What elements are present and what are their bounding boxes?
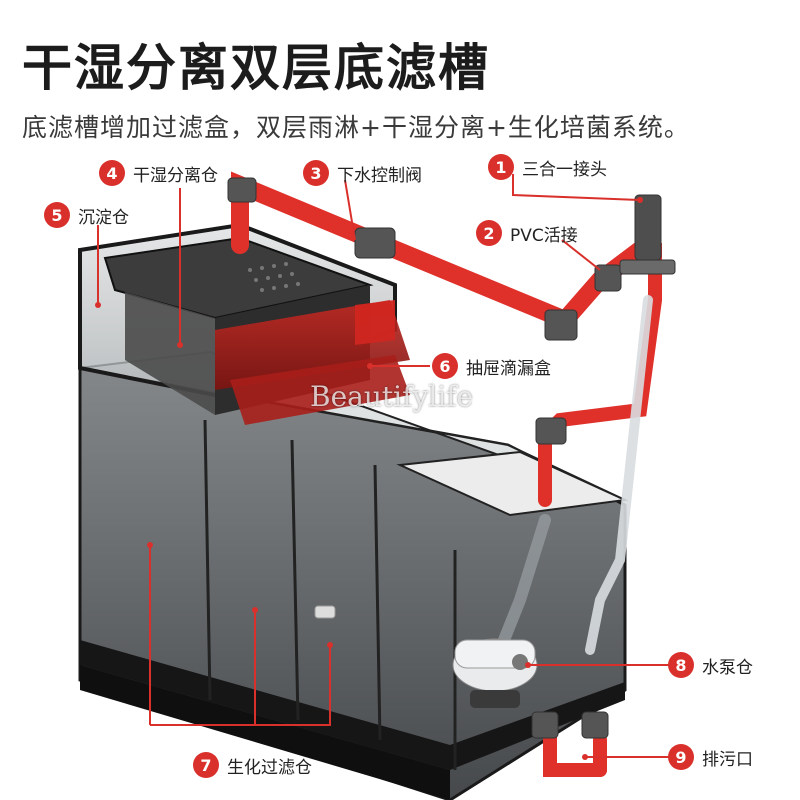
callout-number: 2 (476, 220, 502, 246)
callout-number: 6 (432, 353, 458, 379)
callout-dry-wet-chamber: 4 干湿分离仓 (99, 160, 218, 186)
callout-label: 沉淀仓 (78, 207, 129, 228)
callout-label: 干湿分离仓 (133, 165, 218, 186)
callout-three-in-one-joint: 1 三合一接头 (488, 154, 607, 180)
callout-drain-outlet: 9 排污口 (668, 744, 753, 770)
callout-sediment-chamber: 5 沉淀仓 (44, 202, 129, 228)
callout-number: 3 (303, 160, 329, 186)
callout-number: 4 (99, 160, 125, 186)
page-title: 干湿分离双层底滤槽 (22, 39, 490, 97)
callout-label: 排污口 (702, 749, 753, 770)
callout-drain-control-valve: 3 下水控制阀 (303, 160, 422, 186)
watermark: Beautifylife (310, 380, 474, 413)
callout-number: 5 (44, 202, 70, 228)
callout-number: 1 (488, 154, 514, 180)
pipe-fittings (227, 177, 676, 739)
callout-drawer-drip-box: 6 抽屉滴漏盒 (432, 353, 551, 379)
callout-pvc-union: 2 PVC活接 (476, 220, 578, 246)
callout-number: 7 (193, 752, 219, 778)
page-subtitle: 底滤槽增加过滤盒，双层雨淋+干湿分离+生化培菌系统。 (22, 113, 690, 142)
callout-number: 8 (668, 652, 694, 678)
callout-label: 水泵仓 (702, 657, 753, 678)
leader-dots (95, 197, 643, 760)
callout-label: 三合一接头 (522, 159, 607, 180)
leader-lines (97, 174, 670, 758)
callout-label: PVC活接 (510, 225, 578, 246)
callout-pump-chamber: 8 水泵仓 (668, 652, 753, 678)
callout-label: 抽屉滴漏盒 (466, 358, 551, 379)
callout-number: 9 (668, 744, 694, 770)
callout-bio-filter-chamber: 7 生化过滤仓 (193, 752, 312, 778)
callout-label: 生化过滤仓 (227, 757, 312, 778)
callout-label: 下水控制阀 (337, 165, 422, 186)
upper-tank (78, 222, 410, 425)
water-pump (452, 638, 538, 708)
